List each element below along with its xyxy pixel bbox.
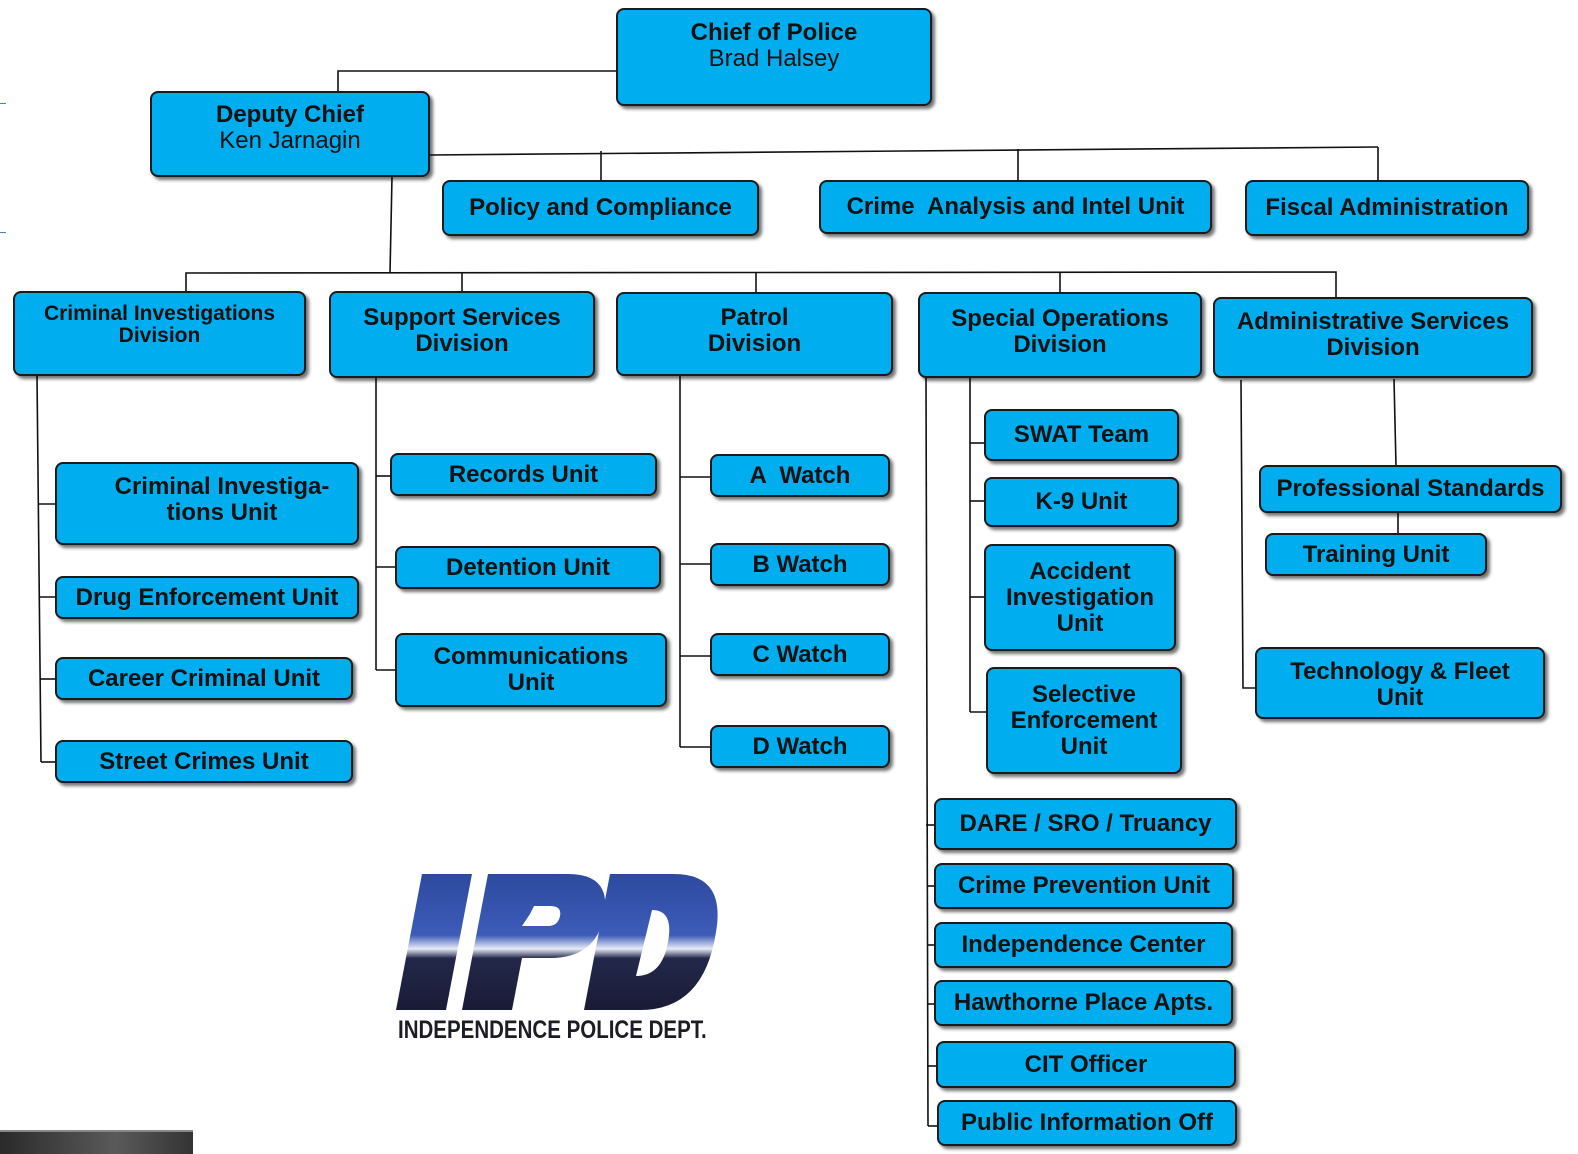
independence-center-box[interactable]: Independence Center bbox=[934, 922, 1233, 968]
communications-unit-label: Communications Unit bbox=[433, 643, 629, 696]
detention-unit-label: Detention Unit bbox=[446, 553, 610, 581]
special-operations-division-label: Special Operations Division bbox=[951, 305, 1169, 358]
detention-unit-box[interactable]: Detention Unit bbox=[395, 546, 661, 589]
support-services-division-box[interactable]: Support Services Division bbox=[329, 291, 595, 378]
deputy-title: Deputy Chief bbox=[215, 101, 364, 128]
patrol-division-label: Patrol Division bbox=[707, 304, 802, 357]
crime-prevention-unit-box[interactable]: Crime Prevention Unit bbox=[934, 863, 1234, 909]
criminal-investigations-division-box[interactable]: Criminal Investigations Division bbox=[13, 291, 306, 376]
c-watch-box[interactable]: C Watch bbox=[710, 633, 890, 676]
professional-standards-box[interactable]: Professional Standards bbox=[1259, 465, 1562, 513]
crime-analysis-label: Crime Analysis and Intel Unit bbox=[846, 193, 1185, 220]
criminal-investigations-division-label: Criminal Investigations Division bbox=[43, 302, 276, 347]
public-information-officer-label: Public Information Off bbox=[961, 1109, 1213, 1136]
fiscal-administration-label: Fiscal Administration bbox=[1265, 194, 1509, 221]
dare-sro-truancy-label: DARE / SRO / Truancy bbox=[959, 810, 1212, 837]
a-watch-label: A Watch bbox=[749, 461, 851, 489]
drug-enforcement-unit-box[interactable]: Drug Enforcement Unit bbox=[55, 576, 359, 619]
ipd-logo-caption: INDEPENDENCE POLICE DEPT. bbox=[398, 1016, 707, 1044]
ipd-logo bbox=[396, 874, 718, 1010]
chief-name: Brad Halsey bbox=[708, 45, 840, 72]
career-criminal-unit-label: Career Criminal Unit bbox=[87, 664, 321, 692]
deputy-name: Ken Jarnagin bbox=[219, 127, 361, 154]
b-watch-label: B Watch bbox=[752, 550, 848, 578]
d-watch-box[interactable]: D Watch bbox=[710, 725, 890, 768]
independence-center-label: Independence Center bbox=[961, 931, 1206, 958]
accident-investigation-unit-box[interactable]: Accident Investigation Unit bbox=[984, 544, 1176, 651]
administrative-services-division-label: Administrative Services Division bbox=[1236, 308, 1510, 361]
crime-prevention-unit-label: Crime Prevention Unit bbox=[957, 872, 1211, 899]
policy-compliance-box[interactable]: Policy and Compliance bbox=[442, 180, 759, 236]
policy-compliance-label: Policy and Compliance bbox=[469, 194, 732, 221]
cit-officer-label: CIT Officer bbox=[1024, 1050, 1148, 1078]
professional-standards-label: Professional Standards bbox=[1276, 475, 1545, 502]
swat-team-box[interactable]: SWAT Team bbox=[984, 409, 1179, 461]
hawthorne-place-apts-label: Hawthorne Place Apts. bbox=[953, 989, 1214, 1016]
page-margin-mark bbox=[0, 232, 6, 233]
page-margin-mark bbox=[0, 103, 6, 104]
fiscal-administration-box[interactable]: Fiscal Administration bbox=[1245, 180, 1529, 236]
selective-enforcement-unit-label: Selective Enforcement Unit bbox=[1010, 680, 1158, 760]
administrative-services-division-box[interactable]: Administrative Services Division bbox=[1213, 297, 1533, 378]
technology-fleet-unit-label: Technology & Fleet Unit bbox=[1290, 658, 1510, 711]
chief-of-police-box[interactable]: Chief of Police Brad Halsey bbox=[616, 8, 932, 106]
chief-title: Chief of Police bbox=[690, 19, 858, 46]
records-unit-label: Records Unit bbox=[448, 460, 599, 488]
criminal-investigations-unit-box[interactable]: Criminal Investiga- tions Unit bbox=[55, 462, 359, 545]
k9-unit-box[interactable]: K-9 Unit bbox=[984, 477, 1179, 527]
cit-officer-box[interactable]: CIT Officer bbox=[936, 1041, 1236, 1088]
patrol-division-box[interactable]: Patrol Division bbox=[616, 292, 893, 376]
deputy-chief-box[interactable]: Deputy Chief Ken Jarnagin bbox=[150, 91, 430, 177]
crime-analysis-box[interactable]: Crime Analysis and Intel Unit bbox=[819, 180, 1212, 234]
a-watch-box[interactable]: A Watch bbox=[710, 454, 890, 497]
technology-fleet-unit-box[interactable]: Technology & Fleet Unit bbox=[1255, 647, 1545, 719]
records-unit-box[interactable]: Records Unit bbox=[390, 453, 657, 496]
dare-sro-truancy-box[interactable]: DARE / SRO / Truancy bbox=[934, 798, 1237, 850]
drug-enforcement-unit-label: Drug Enforcement Unit bbox=[75, 583, 339, 611]
hawthorne-place-apts-box[interactable]: Hawthorne Place Apts. bbox=[934, 980, 1233, 1026]
photo-thumbnail bbox=[0, 1130, 193, 1154]
c-watch-label: C Watch bbox=[752, 640, 848, 668]
street-crimes-unit-box[interactable]: Street Crimes Unit bbox=[55, 740, 353, 783]
b-watch-box[interactable]: B Watch bbox=[710, 543, 890, 586]
street-crimes-unit-label: Street Crimes Unit bbox=[99, 747, 309, 775]
selective-enforcement-unit-box[interactable]: Selective Enforcement Unit bbox=[986, 667, 1182, 774]
swat-team-label: SWAT Team bbox=[1013, 421, 1150, 448]
special-operations-division-box[interactable]: Special Operations Division bbox=[918, 292, 1202, 378]
d-watch-label: D Watch bbox=[752, 732, 848, 760]
career-criminal-unit-box[interactable]: Career Criminal Unit bbox=[55, 657, 353, 700]
public-information-officer-box[interactable]: Public Information Off bbox=[937, 1100, 1237, 1146]
k9-unit-label: K-9 Unit bbox=[1035, 488, 1128, 515]
training-unit-label: Training Unit bbox=[1302, 540, 1450, 568]
support-services-division-label: Support Services Division bbox=[363, 304, 561, 357]
criminal-investigations-unit-label: Criminal Investiga- tions Unit bbox=[114, 473, 330, 526]
communications-unit-box[interactable]: Communications Unit bbox=[395, 633, 667, 707]
accident-investigation-unit-label: Accident Investigation Unit bbox=[1005, 557, 1155, 637]
training-unit-box[interactable]: Training Unit bbox=[1265, 533, 1487, 576]
